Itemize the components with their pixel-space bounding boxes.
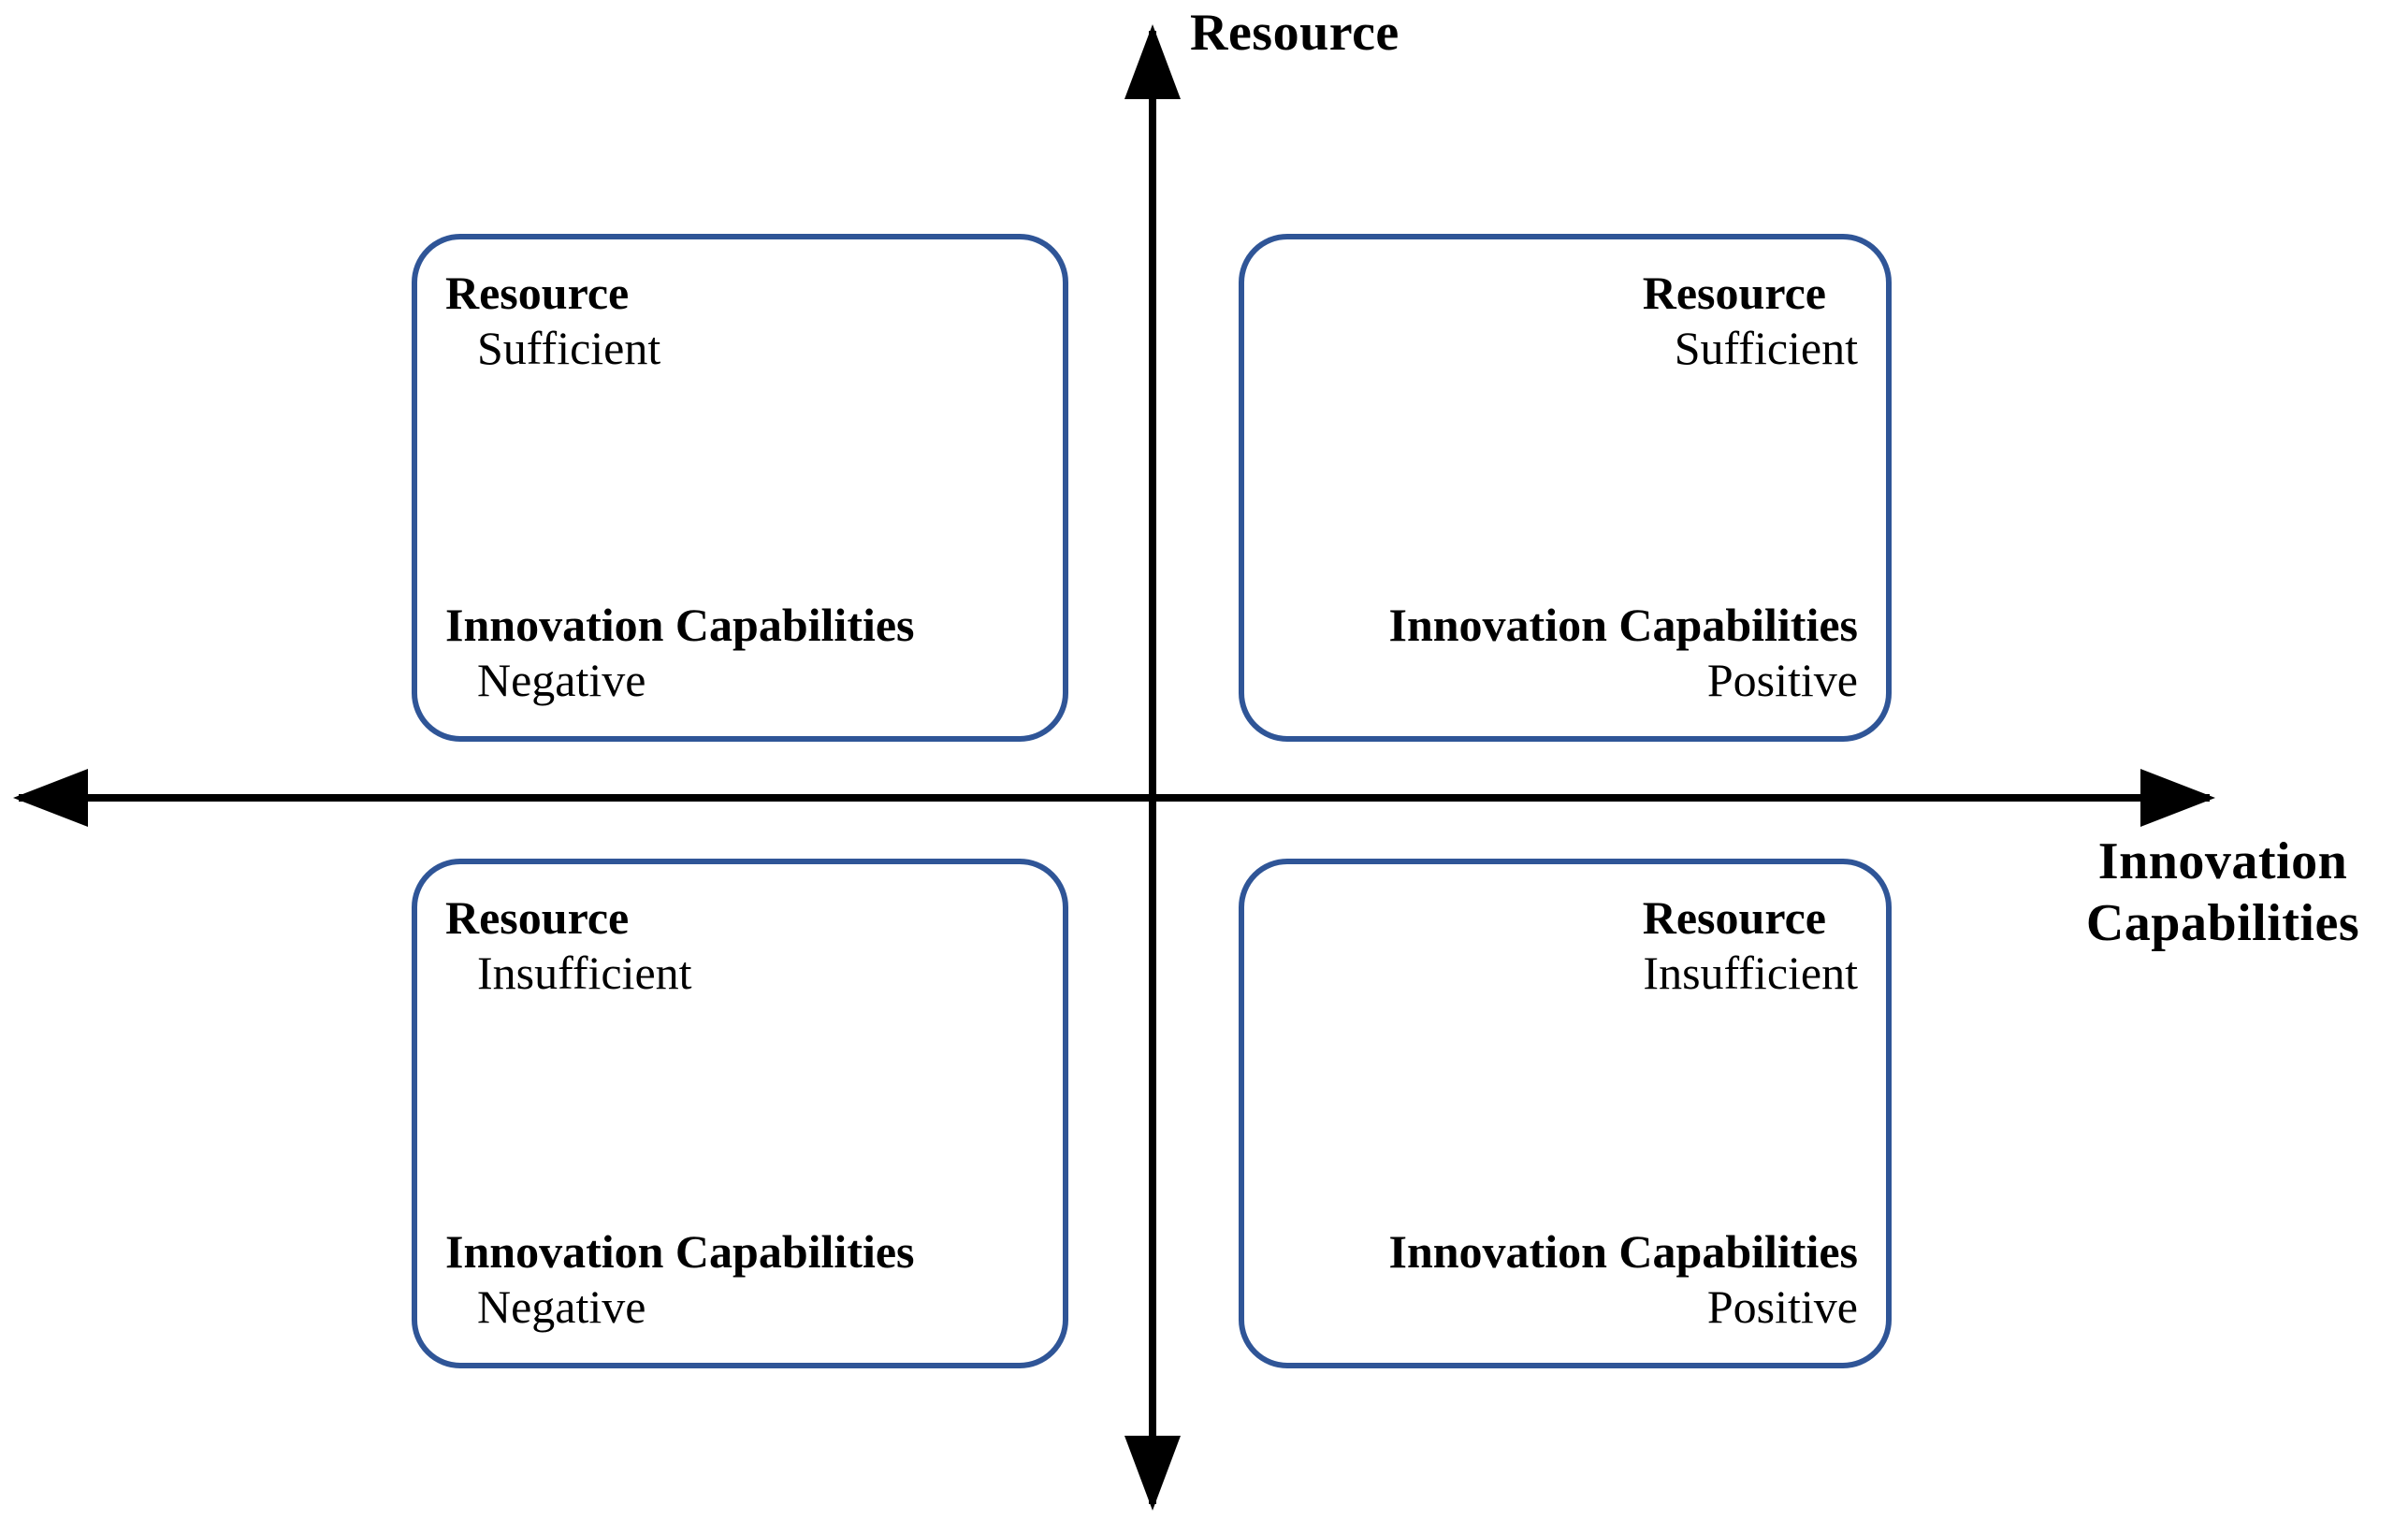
- resource-group: Resource Sufficient: [445, 266, 1035, 376]
- quadrant-bottom-left[interactable]: Resource Insufficient Innovation Capabil…: [412, 859, 1068, 1368]
- capability-group: Innovation Capabilities Positive: [1272, 1224, 1858, 1335]
- y-axis-title: Resource: [1190, 4, 1400, 62]
- resource-label: Resource: [1642, 891, 1826, 944]
- capability-label: Innovation Capabilities: [445, 599, 915, 651]
- capability-value: Positive: [1706, 1280, 1858, 1333]
- resource-value: Sufficient: [477, 322, 661, 374]
- arrow-up-icon: [1124, 24, 1181, 99]
- x-axis-title-line1: Innovation: [2097, 832, 2348, 890]
- resource-value: Sufficient: [1674, 322, 1858, 374]
- resource-value: Insufficient: [1643, 947, 1858, 999]
- resource-label: Resource: [445, 267, 630, 319]
- quadrant-top-right[interactable]: Resource Sufficient Innovation Capabilit…: [1239, 234, 1892, 742]
- resource-group: Resource Insufficient: [445, 890, 1035, 1001]
- x-axis-title-line2: Capabilities: [2085, 894, 2360, 953]
- capability-value: Negative: [477, 1280, 646, 1333]
- capability-group: Innovation Capabilities Positive: [1272, 598, 1858, 708]
- quadrant-bottom-right[interactable]: Resource Insufficient Innovation Capabil…: [1239, 859, 1892, 1368]
- resource-label: Resource: [1642, 267, 1826, 319]
- capability-label: Innovation Capabilities: [1388, 599, 1858, 651]
- quadrant-top-left[interactable]: Resource Sufficient Innovation Capabilit…: [412, 234, 1068, 742]
- arrow-left-icon: [13, 769, 88, 827]
- arrow-right-icon: [2140, 769, 2215, 827]
- x-axis-title: Innovation Capabilities: [2045, 831, 2401, 954]
- capability-value: Negative: [477, 654, 646, 706]
- resource-label: Resource: [445, 891, 630, 944]
- arrow-down-icon: [1124, 1436, 1181, 1511]
- capability-group: Innovation Capabilities Negative: [445, 1224, 1035, 1335]
- capability-group: Innovation Capabilities Negative: [445, 598, 1035, 708]
- resource-value: Insufficient: [477, 947, 692, 999]
- capability-label: Innovation Capabilities: [1388, 1225, 1858, 1278]
- capability-label: Innovation Capabilities: [445, 1225, 915, 1278]
- resource-group: Resource Sufficient: [1272, 266, 1858, 376]
- capability-value: Positive: [1706, 654, 1858, 706]
- resource-group: Resource Insufficient: [1272, 890, 1858, 1001]
